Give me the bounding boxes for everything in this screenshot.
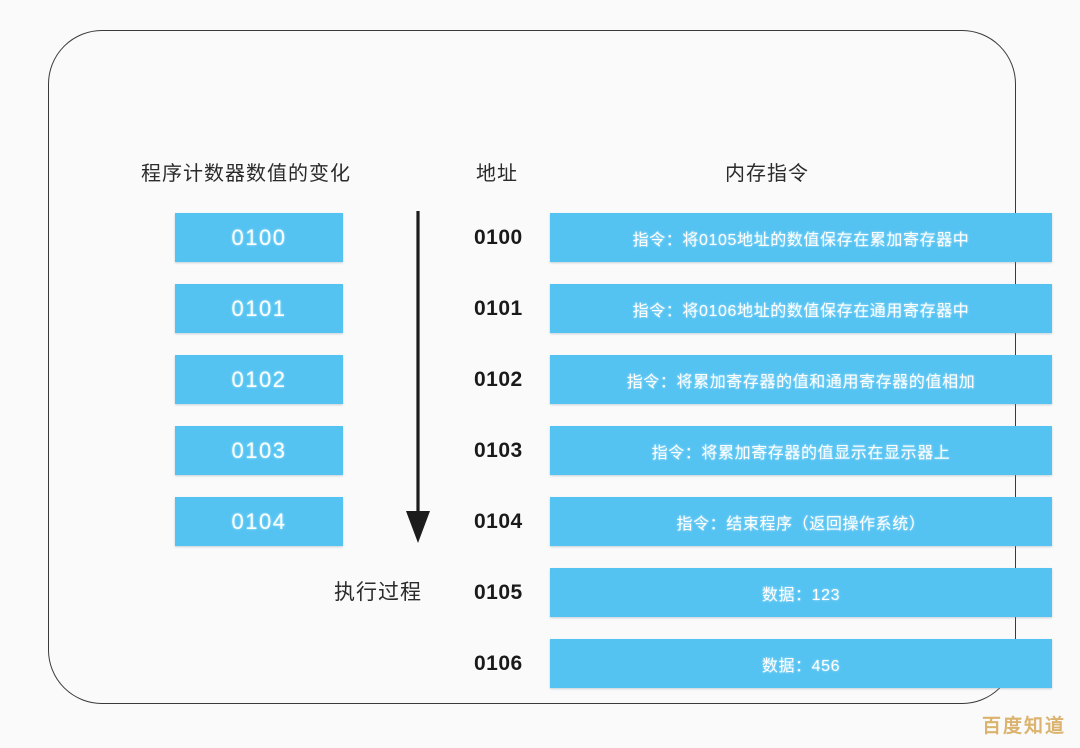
watermark: 百度知道 bbox=[981, 716, 1066, 737]
memory-data-cell: 数据：123 bbox=[550, 568, 1052, 617]
memory-address: 0100 bbox=[474, 225, 523, 249]
memory-address: 0103 bbox=[474, 438, 523, 462]
table-row: 0101 指令：将0106地址的数值保存在通用寄存器中 bbox=[474, 284, 1052, 333]
table-row: 0102 指令：将累加寄存器的值和通用寄存器的值相加 bbox=[474, 355, 1052, 404]
memory-instruction-cell: 指令：将0106地址的数值保存在通用寄存器中 bbox=[550, 284, 1052, 333]
program-counter-box: 0103 bbox=[175, 426, 343, 475]
program-counter-value: 0104 bbox=[231, 508, 287, 534]
program-counter-box: 0104 bbox=[175, 497, 343, 546]
table-row: 0105 数据：123 bbox=[474, 568, 1052, 617]
memory-data-cell: 数据：456 bbox=[550, 639, 1052, 688]
program-counter-value: 0102 bbox=[231, 366, 287, 392]
execution-process-label: 执行过程 bbox=[334, 581, 422, 604]
memory-instruction-cell: 指令：结束程序（返回操作系统） bbox=[550, 497, 1052, 546]
address-column-header: 地址 bbox=[476, 163, 518, 185]
table-row: 0103 指令：将累加寄存器的值显示在显示器上 bbox=[474, 426, 1052, 475]
memory-instruction-text: 指令：将0106地址的数值保存在通用寄存器中 bbox=[632, 302, 970, 320]
memory-address: 0106 bbox=[474, 651, 523, 675]
table-row: 0104 指令：结束程序（返回操作系统） bbox=[474, 497, 1052, 546]
diagram-card: 程序计数器数值的变化 地址 内存指令 0100 0101 0102 0103 0… bbox=[48, 30, 1052, 704]
program-counter-value: 0103 bbox=[231, 437, 287, 463]
memory-instruction-cell: 指令：将累加寄存器的值和通用寄存器的值相加 bbox=[550, 355, 1052, 404]
program-counter-column-header: 程序计数器数值的变化 bbox=[141, 163, 351, 185]
memory-instruction-text: 指令：将0105地址的数值保存在累加寄存器中 bbox=[632, 231, 970, 249]
memory-instruction-cell: 指令：将累加寄存器的值显示在显示器上 bbox=[550, 426, 1052, 475]
memory-instruction-text: 指令：结束程序（返回操作系统） bbox=[676, 515, 926, 533]
program-counter-value: 0101 bbox=[231, 295, 287, 321]
memory-address: 0104 bbox=[474, 509, 523, 533]
memory-instruction-text: 指令：将累加寄存器的值和通用寄存器的值相加 bbox=[626, 373, 976, 391]
memory-instruction-text: 指令：将累加寄存器的值显示在显示器上 bbox=[651, 444, 951, 462]
memory-data-text: 数据：123 bbox=[761, 586, 841, 604]
memory-instruction-column-header: 内存指令 bbox=[725, 163, 809, 185]
memory-address: 0102 bbox=[474, 367, 523, 391]
program-counter-box: 0101 bbox=[175, 284, 343, 333]
memory-address: 0101 bbox=[474, 296, 523, 320]
down-arrow-icon bbox=[406, 211, 430, 543]
table-row: 0100 指令：将0105地址的数值保存在累加寄存器中 bbox=[474, 213, 1052, 262]
memory-instruction-cell: 指令：将0105地址的数值保存在累加寄存器中 bbox=[550, 213, 1052, 262]
program-counter-value: 0100 bbox=[231, 224, 287, 250]
memory-data-text: 数据：456 bbox=[761, 657, 841, 675]
program-counter-box: 0102 bbox=[175, 355, 343, 404]
program-counter-box: 0100 bbox=[175, 213, 343, 262]
memory-table: 0100 指令：将0105地址的数值保存在累加寄存器中 0101 指令：将010… bbox=[474, 213, 1052, 710]
memory-address: 0105 bbox=[474, 580, 523, 604]
table-row: 0106 数据：456 bbox=[474, 639, 1052, 688]
program-counter-value-list: 0100 0101 0102 0103 0104 bbox=[175, 213, 343, 568]
